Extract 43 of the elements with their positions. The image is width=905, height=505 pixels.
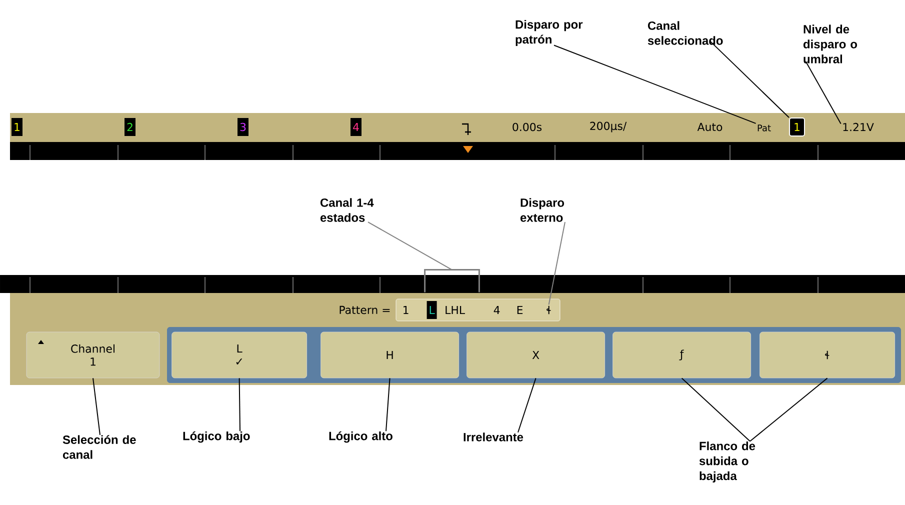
pattern-value: 1 <box>404 306 408 314</box>
channel-indicator: 1 <box>789 118 805 136</box>
softkey-button: ƒ <box>612 332 751 378</box>
bracket <box>424 269 480 292</box>
channel-indicator: 4 <box>350 118 362 136</box>
softkey-button: Channel 1 <box>26 332 160 378</box>
pattern-value: ɬ <box>546 306 551 314</box>
leader-line <box>238 378 240 432</box>
leader-line <box>750 378 828 442</box>
callout-text: Irrelevante <box>464 432 524 442</box>
leader-line <box>518 378 536 433</box>
softkey-button: L ✓ <box>172 332 307 378</box>
pattern-value: 4 <box>494 306 500 314</box>
status-text: 200µs/ <box>590 122 627 132</box>
status-text: Auto <box>697 122 722 132</box>
softkey-button: H <box>320 332 459 378</box>
channel-indicator: 2 <box>124 118 136 136</box>
channel-indicator: 1 <box>12 118 22 136</box>
leader-line <box>92 378 100 436</box>
pattern-value: E <box>517 306 523 314</box>
pattern-label: Pattern = <box>340 306 390 314</box>
callout-text: Nivel de disparo o umbral <box>803 24 857 64</box>
softkey-button: ɬ <box>760 332 895 378</box>
callout-text: Lógico bajo <box>183 431 250 443</box>
channel-indicator: 3 <box>238 118 248 136</box>
pattern-value: LHL <box>446 306 465 314</box>
callout-text: Disparo externo <box>520 198 564 222</box>
callout-text: Disparo por patrón <box>516 20 583 46</box>
leader-line <box>710 40 790 118</box>
callout-text: Selección de canal <box>62 435 136 459</box>
leader-line <box>386 378 390 432</box>
status-text: 0.00s <box>512 122 542 132</box>
status-text: Pat <box>758 124 771 132</box>
leader-line <box>554 44 756 124</box>
status-text: 1.21V <box>843 122 874 132</box>
leader-line <box>368 222 452 270</box>
callout-text: Canal seleccionado <box>648 21 723 45</box>
softkey-button: X <box>466 332 605 378</box>
callout-text: Flanco de subida o bajada <box>699 441 756 482</box>
callout-text: Canal 1-4 estados <box>320 198 374 222</box>
pattern-field <box>396 298 560 322</box>
leader-line <box>681 378 750 442</box>
callout-text: Lógico alto <box>329 431 392 443</box>
